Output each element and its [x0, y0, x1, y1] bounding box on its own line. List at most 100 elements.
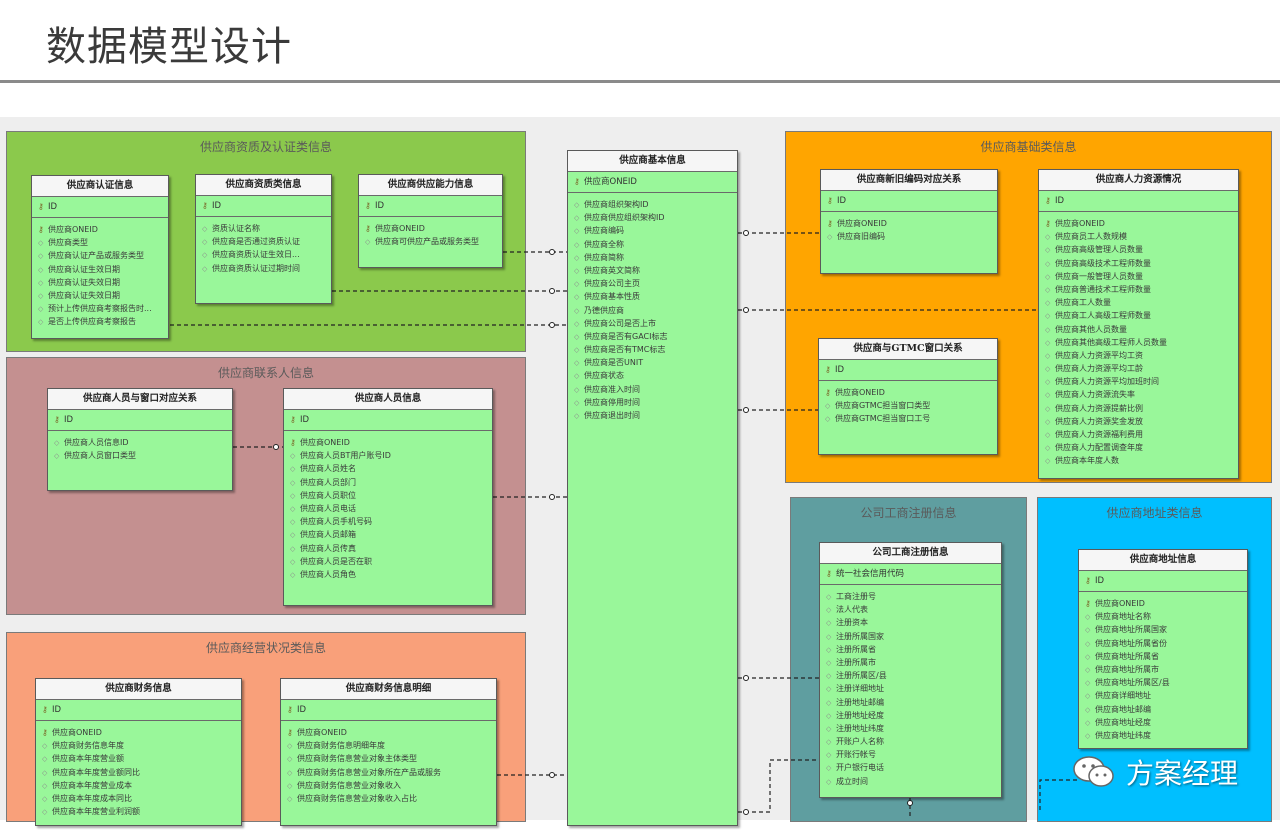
column-icon: ◇ — [202, 251, 208, 260]
column-icon: ◇ — [826, 777, 832, 786]
key-icon: ⚷ — [54, 415, 60, 424]
entity-field: ◇供应商人力资源平均工资 — [1039, 349, 1238, 362]
entity-field: ◇供应商人员部门 — [284, 476, 492, 489]
column-icon: ◇ — [202, 264, 208, 273]
entity-field: ◇供应商地址所属省 — [1079, 650, 1247, 663]
entity-address[interactable]: 供应商地址信息 ⚷ID ⚷供应商ONEID◇供应商地址名称◇供应商地址所属国家◇… — [1078, 549, 1248, 749]
entity-supplier-qualification[interactable]: 供应商资质类信息 ⚷ID ◇资质认证名称◇供应商是否通过资质认证◇供应商资质认证… — [195, 174, 332, 304]
entity-field: ◇供应商人员BT用户账号ID — [284, 449, 492, 462]
entity-field: ◇供应商停用时间 — [568, 396, 737, 409]
column-icon: ◇ — [826, 738, 832, 747]
entity-title: 公司工商注册信息 — [820, 543, 1001, 564]
column-icon: ◇ — [290, 465, 296, 474]
key-icon: ⚷ — [290, 415, 296, 424]
entity-field: ⚷供应商ONEID — [819, 386, 997, 399]
column-icon: ◇ — [287, 781, 293, 790]
entity-title: 供应商资质类信息 — [196, 175, 331, 196]
entity-field: ◇供应商高级管理人员数量 — [1039, 243, 1238, 256]
entity-field: ◇供应商英文简称 — [568, 264, 737, 277]
entity-field: ◇供应商简称 — [568, 251, 737, 264]
entity-field: ◇成立时间 — [820, 775, 1001, 788]
column-icon: ◇ — [1045, 259, 1051, 268]
entity-field: ◇供应商人员是否在职 — [284, 555, 492, 568]
column-icon: ◇ — [826, 724, 832, 733]
entity-field: ◇供应商财务信息营业对象主体类型 — [281, 752, 496, 765]
entity-supplier-basic[interactable]: 供应商基本信息 ⚷供应商ONEID ◇供应商组织架构ID◇供应商供应组织架构ID… — [567, 150, 738, 826]
entity-title: 供应商人员信息 — [284, 389, 492, 410]
entity-fields: ◇工商注册号◇法人代表◇注册资本◇注册所属国家◇注册所属省◇注册所属市◇注册所属… — [820, 585, 1001, 788]
foreign-key-icon: ⚷ — [365, 224, 371, 233]
foreign-key-icon: ⚷ — [42, 728, 48, 737]
entity-gtmc-window[interactable]: 供应商与GTMC窗口关系 ⚷ID ⚷供应商ONEID◇供应商GTMC担当窗口类型… — [818, 338, 998, 455]
column-icon: ◇ — [1045, 378, 1051, 387]
entity-staff[interactable]: 供应商人员信息 ⚷ID ⚷供应商ONEID◇供应商人员BT用户账号ID◇供应商人… — [283, 388, 493, 606]
column-icon: ◇ — [290, 518, 296, 527]
page-title: 数据模型设计 — [46, 24, 292, 70]
column-icon: ◇ — [574, 280, 580, 289]
entity-field: ⚷供应商ONEID — [284, 436, 492, 449]
entity-field: ◇供应商其他高级工程师人员数量 — [1039, 336, 1238, 349]
entity-field: ◇预计上传供应商考察报告时... — [32, 302, 168, 315]
entity-field: ◇注册所属国家 — [820, 630, 1001, 643]
column-icon: ◇ — [1045, 457, 1051, 466]
column-icon: ◇ — [574, 412, 580, 420]
entity-field: ◇供应商是否通过资质认证 — [196, 235, 331, 248]
entity-field: ◇供应商全称 — [568, 238, 737, 251]
entity-field: ◇供应商认证失效日期 — [32, 289, 168, 302]
entity-supplier-ability[interactable]: 供应商供应能力信息 ⚷ID ⚷供应商ONEID◇供应商可供应产品或服务类型 — [358, 174, 503, 268]
entity-finance[interactable]: 供应商财务信息 ⚷ID ⚷供应商ONEID◇供应商财务信息年度◇供应商本年度营业… — [35, 678, 242, 826]
column-icon: ◇ — [574, 214, 580, 223]
entity-old-new-code[interactable]: 供应商新旧编码对应关系 ⚷ID ⚷供应商ONEID◇供应商旧编码 — [820, 169, 998, 274]
entity-hr[interactable]: 供应商人力资源情况 ⚷ID ⚷供应商ONEID◇供应商员工人数规模◇供应商高级管… — [1038, 169, 1239, 479]
group-title: 公司工商注册信息 — [860, 506, 957, 520]
entity-supplier-cert[interactable]: 供应商认证信息 ⚷ID ⚷供应商ONEID◇供应商类型◇供应商认证产品或服务类型… — [31, 175, 169, 339]
column-icon: ◇ — [202, 225, 208, 233]
entity-field: ◇供应商类型 — [32, 236, 168, 249]
entity-field: ◇开户银行电话 — [820, 761, 1001, 774]
group-title: 供应商基础类信息 — [980, 140, 1077, 154]
column-icon: ◇ — [38, 305, 44, 314]
entity-field: ◇供应商本年度营业成本 — [36, 779, 241, 792]
entity-fields: ⚷供应商ONEID◇供应商GTMC担当窗口类型◇供应商GTMC担当窗口工号 — [819, 381, 997, 426]
entity-field: ◇供应商认证产品或服务类型 — [32, 249, 168, 262]
column-icon: ◇ — [826, 632, 832, 641]
entity-field: ◇开账行帐号 — [820, 748, 1001, 761]
entity-business-reg[interactable]: 公司工商注册信息 ⚷统一社会信用代码 ◇工商注册号◇法人代表◇注册资本◇注册所属… — [819, 542, 1002, 798]
entity-key: ⚷ID — [36, 700, 241, 721]
column-icon: ◇ — [1085, 652, 1091, 661]
column-icon: ◇ — [1045, 246, 1051, 255]
entity-field: ◇资质认证名称 — [196, 222, 331, 235]
entity-field: ◇供应商人力资源平均加班时间 — [1039, 375, 1238, 388]
entity-field: ◇供应商人力资源平均工龄 — [1039, 362, 1238, 375]
key-icon: ⚷ — [365, 201, 371, 210]
column-icon: ◇ — [42, 755, 48, 764]
column-icon: ◇ — [1045, 325, 1051, 334]
column-icon: ◇ — [1045, 272, 1051, 281]
entity-key: ⚷供应商ONEID — [568, 172, 737, 193]
entity-field: ◇供应商人员角色 — [284, 568, 492, 581]
column-icon: ◇ — [826, 658, 832, 667]
column-icon: ◇ — [574, 398, 580, 407]
column-icon: ◇ — [1085, 613, 1091, 622]
entity-field: ◇供应商一般管理人员数量 — [1039, 270, 1238, 283]
entity-field: ◇供应商人员传真 — [284, 542, 492, 555]
watermark-text: 方案经理 — [1125, 757, 1238, 790]
entity-field: ◇注册地址邮编 — [820, 696, 1001, 709]
entity-key: ⚷ID — [1039, 191, 1238, 212]
entity-field: ⚷供应商ONEID — [1079, 597, 1247, 610]
entity-field: ◇供应商地址经度 — [1079, 716, 1247, 729]
entity-key: ⚷ID — [359, 196, 502, 217]
entity-field: ◇供应商本年度人数 — [1039, 454, 1238, 467]
entity-field: ◇供应商人力资源奖金发放 — [1039, 415, 1238, 428]
entity-title: 供应商财务信息明细 — [281, 679, 496, 700]
entity-field: ◇供应商公司主页 — [568, 277, 737, 290]
entity-field: ◇注册所属省 — [820, 643, 1001, 656]
column-icon: ◇ — [1045, 285, 1051, 294]
group-title: 供应商经营状况类信息 — [205, 641, 326, 655]
entity-title: 供应商供应能力信息 — [359, 175, 502, 196]
entity-field: ◇供应商人员窗口类型 — [48, 449, 232, 462]
entity-finance-detail[interactable]: 供应商财务信息明细 ⚷ID ⚷供应商ONEID◇供应商财务信息明细年度◇供应商财… — [280, 678, 497, 826]
column-icon: ◇ — [42, 781, 48, 790]
column-icon: ◇ — [1045, 417, 1051, 426]
entity-staff-window[interactable]: 供应商人员与窗口对应关系 ⚷ID ◇供应商人员信息ID◇供应商人员窗口类型 — [47, 388, 233, 491]
